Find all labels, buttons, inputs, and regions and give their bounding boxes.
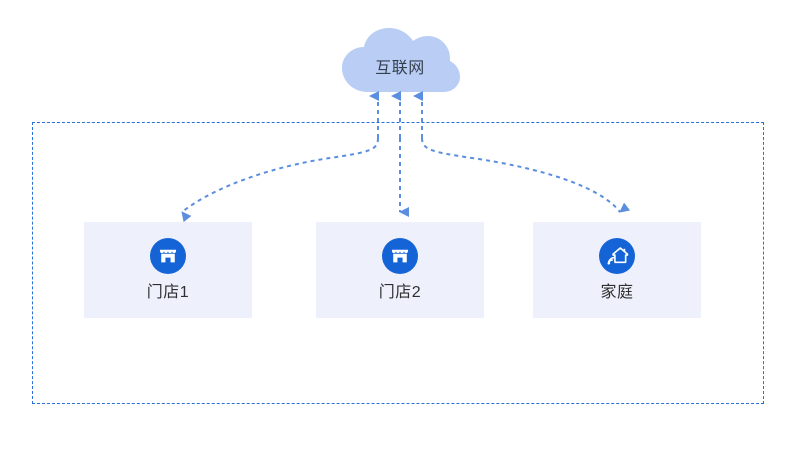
connector-home-to-cloud xyxy=(413,91,631,213)
node-card-home[interactable]: 家庭 xyxy=(533,222,701,318)
cloud-label: 互联网 xyxy=(375,60,425,77)
local-network-zone-boundary xyxy=(32,122,764,404)
node-card-store-2[interactable]: 门店2 xyxy=(316,222,484,318)
smart-home-wifi-icon xyxy=(599,237,635,274)
node-label-home: 家庭 xyxy=(600,283,634,301)
node-label-store-2: 门店2 xyxy=(378,283,422,301)
connector-store1-to-cloud xyxy=(181,91,379,223)
storefront-icon xyxy=(150,237,186,274)
node-label-store-1: 门店1 xyxy=(146,283,190,301)
cloud-icon xyxy=(342,28,460,92)
storefront-icon xyxy=(382,237,418,274)
node-card-store-1[interactable]: 门店1 xyxy=(84,222,252,318)
